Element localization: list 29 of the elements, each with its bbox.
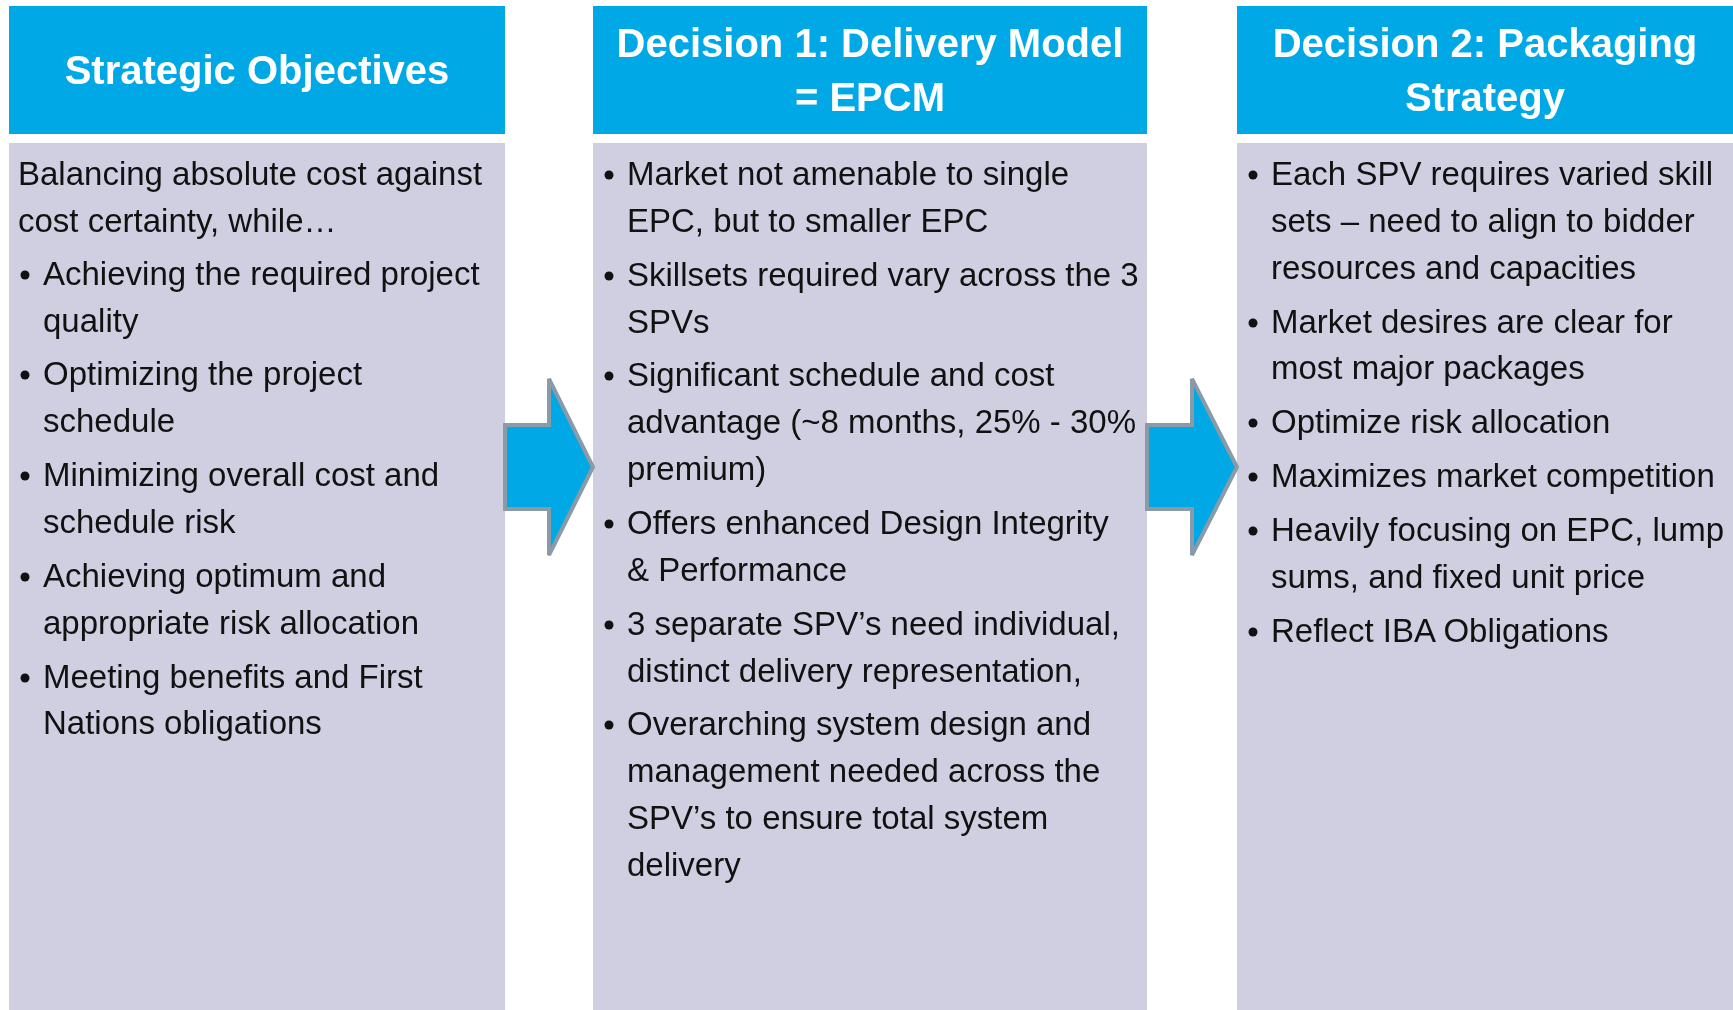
bullet-item: Meeting benefits and First Nations obligations xyxy=(43,657,423,742)
block-arrow xyxy=(1145,376,1240,558)
bullet-item: Market desires are clear for most major packages xyxy=(1271,302,1673,387)
column-heading: Decision 2: Packaging Strategy xyxy=(1271,20,1699,121)
bullet-item: Optimize risk allocation xyxy=(1271,403,1611,441)
bullet-item: Heavily focusing on EPC, lump sums, and fixed unit price xyxy=(1271,511,1725,595)
bullet-item: Offers enhanced Design Integrity & Performance xyxy=(627,504,1109,588)
bullet-item: Each SPV requires varied skill sets – need to align to bidder resources and capacities xyxy=(1271,155,1714,286)
header-box xyxy=(593,6,1147,134)
content-panel xyxy=(1237,143,1733,1010)
bullet-item: Maximizes market competition xyxy=(1271,457,1715,495)
bullet-item: Minimizing overall cost and schedule risk xyxy=(43,456,440,540)
header-box xyxy=(9,6,505,134)
bullet-item: Market not amenable to single EPC, but to smaller EPC xyxy=(627,155,1070,239)
bullet-item: Optimizing the project schedule xyxy=(43,355,363,440)
content-panel xyxy=(593,143,1147,1010)
bullet-item: Overarching system design and management needed across the SPV’s to ensure total system delivery xyxy=(627,705,1101,884)
column-heading: Strategic Objectives xyxy=(64,47,450,94)
bullet-item: Achieving optimum and appropriate risk allocation xyxy=(43,556,420,641)
content-panel xyxy=(9,143,505,1010)
bullet-item: Reflect IBA Obligations xyxy=(1271,611,1609,649)
bullet-item: 3 separate SPV’s need individual, distinct delivery representation, xyxy=(627,604,1120,689)
bullet-item: Achieving the required project quality xyxy=(43,254,480,339)
header-box xyxy=(1237,6,1733,134)
bullet-item: Skillsets required vary across the 3 SPVs xyxy=(627,255,1139,340)
intro-text: Balancing absolute cost against cost certainty, while… xyxy=(18,154,484,241)
bullet-item: Significant schedule and cost advantage (~8 months, 25% - 30% premium) xyxy=(627,356,1137,488)
block-arrow xyxy=(503,376,596,558)
column-heading: Decision 1: Delivery Model = EPCM xyxy=(615,20,1125,121)
